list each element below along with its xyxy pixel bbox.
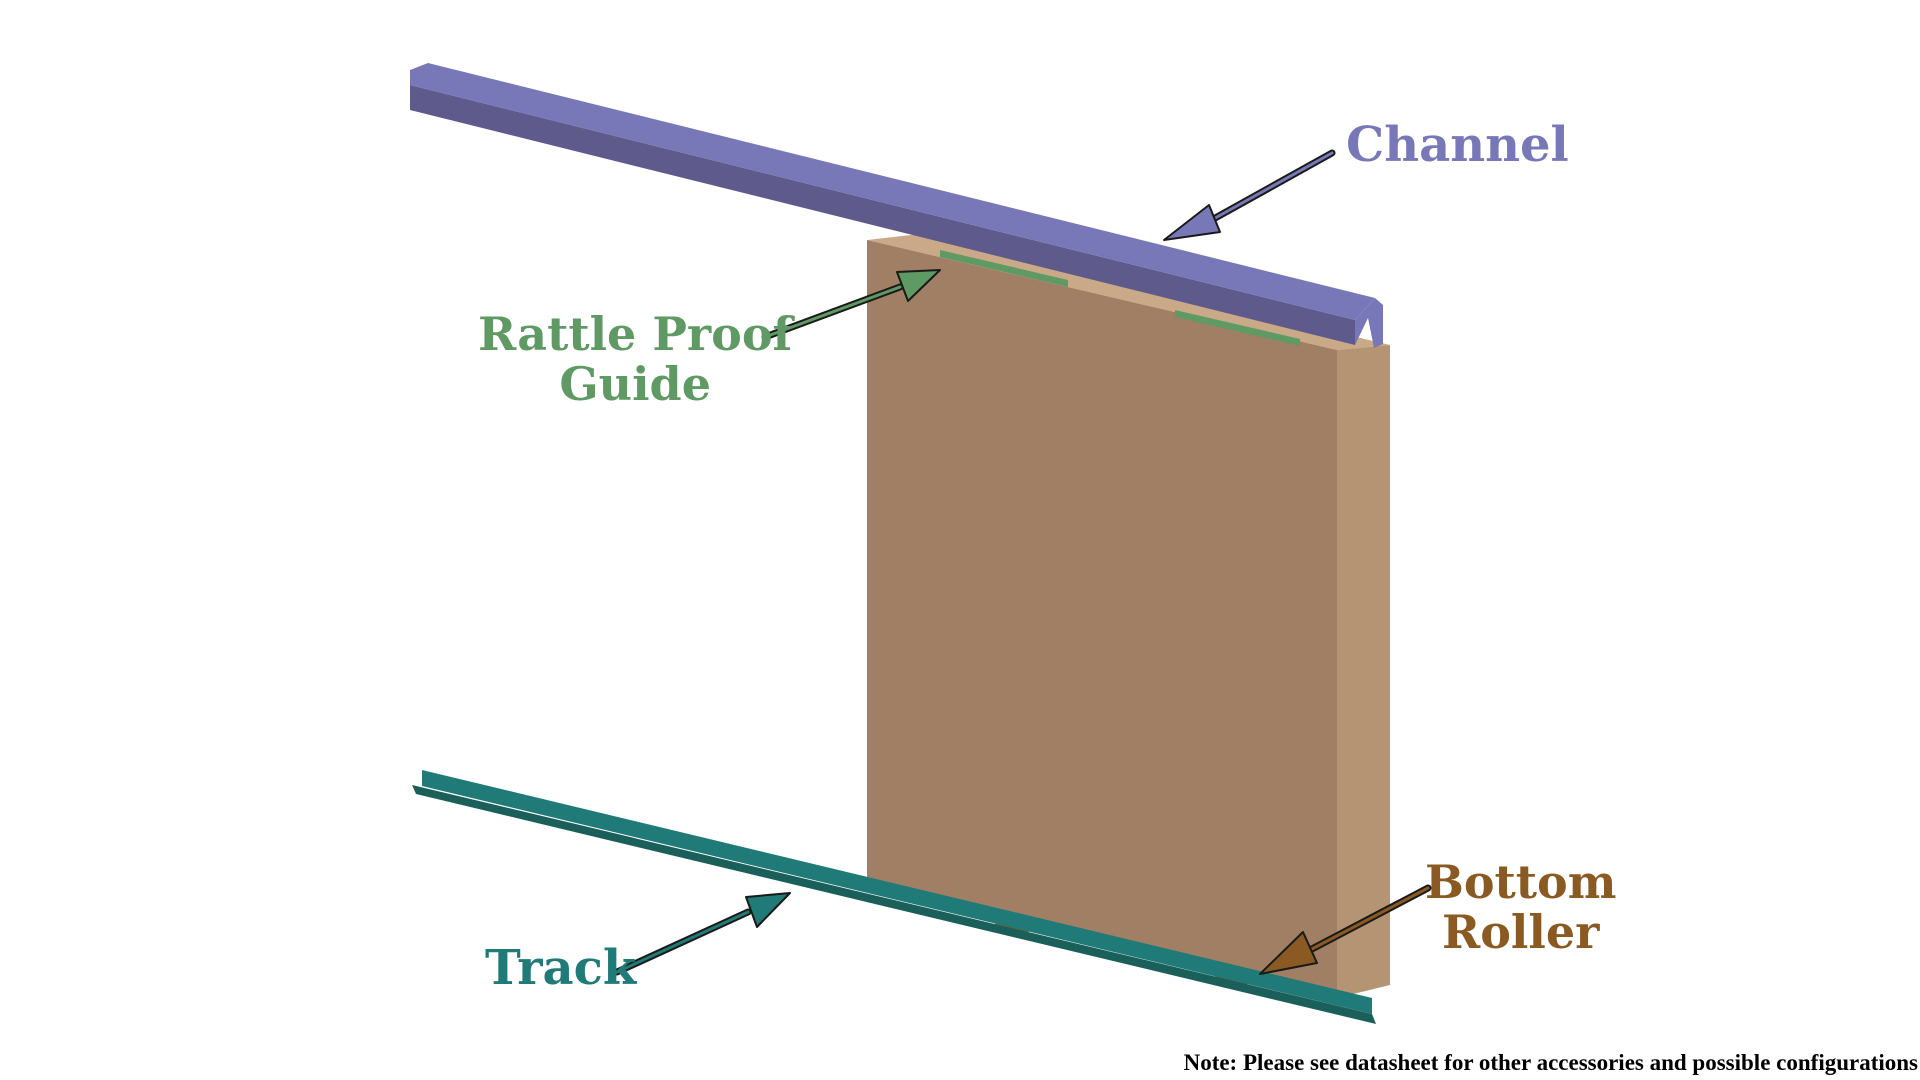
roller-label-line-2: Roller: [1442, 904, 1600, 959]
door-front-face: [867, 240, 1337, 998]
door-panel: [867, 234, 1390, 998]
track-label-text: Track: [485, 940, 637, 996]
track-arrow-icon: [613, 892, 791, 976]
roller-label-line-1: Bottom: [1425, 855, 1617, 909]
guide-block-1: [940, 250, 1068, 287]
track-base: [412, 785, 1376, 1024]
guide-arrow-icon: [761, 269, 941, 341]
channel-arrow-icon: [1163, 149, 1336, 241]
channel-label: Channel: [1346, 117, 1569, 173]
channel-label-text: Channel: [1346, 117, 1569, 173]
roller-arrow-icon: [1259, 884, 1432, 975]
footnote: Note: Please see datasheet for other acc…: [1183, 1050, 1918, 1075]
bottom-roller-label: Bottom Roller: [1425, 855, 1617, 959]
rattle-proof-guides: [940, 250, 1300, 346]
channel-front-face: [410, 85, 1355, 345]
channel-top-face: [410, 63, 1375, 320]
rattle-proof-guide-label: Rattle Proof Guide: [478, 307, 793, 411]
bottom-track: [412, 770, 1376, 1024]
door-side-face: [1337, 345, 1390, 998]
guide-label-line-2: Guide: [559, 356, 711, 411]
top-channel: [410, 63, 1383, 348]
guide-label-line-1: Rattle Proof: [478, 307, 793, 361]
guide-block-2: [1175, 310, 1300, 346]
channel-end-profile: [1355, 298, 1383, 348]
track-label: Track: [485, 940, 637, 996]
track-rail: [422, 770, 1372, 1014]
